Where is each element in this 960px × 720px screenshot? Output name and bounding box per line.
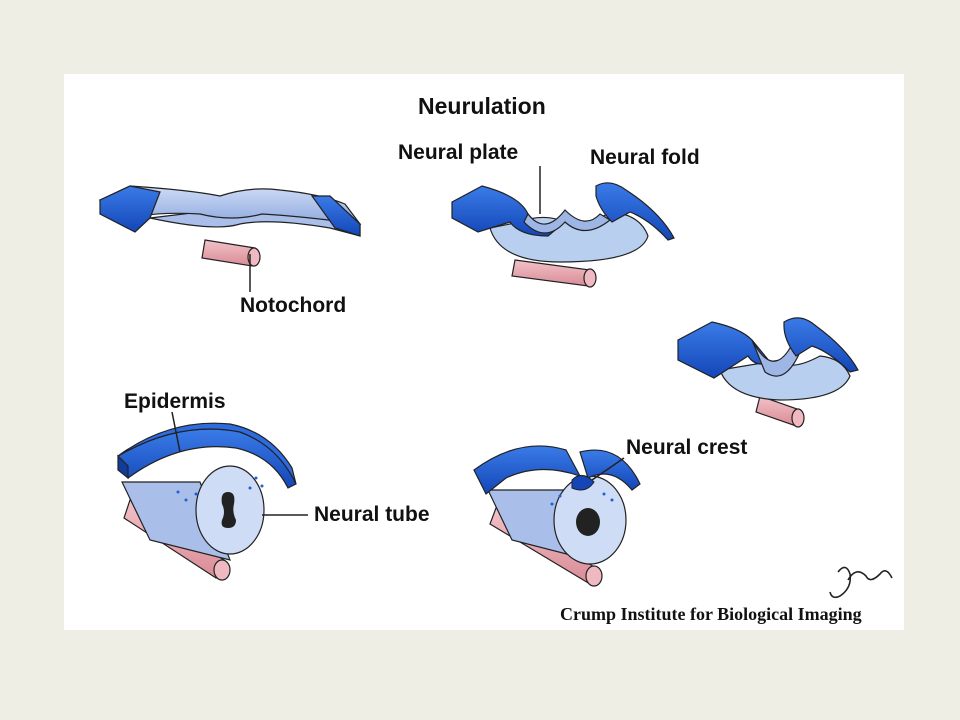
- label-neural-tube: Neural tube: [314, 503, 430, 526]
- tissue-3: [719, 355, 851, 401]
- label-neural-fold: Neural fold: [590, 146, 700, 169]
- stage-neural-folds: [451, 166, 675, 288]
- notochord-end-3: [791, 408, 805, 428]
- neural-crest-leader: [591, 457, 625, 481]
- notochord-end-1: [247, 247, 261, 267]
- stage-neural-crest: [473, 445, 641, 587]
- label-neural-crest: Neural crest: [626, 436, 748, 459]
- cell-dots-4: [176, 476, 264, 502]
- fold-right-3: [783, 317, 859, 373]
- label-epidermis: Epidermis: [124, 390, 226, 413]
- credit-text: Crump Institute for Biological Imaging: [560, 604, 862, 624]
- epidermis-top-4: [117, 422, 297, 485]
- cell-dots-5: [550, 492, 614, 506]
- plate-top: [98, 185, 362, 225]
- label-notochord: Notochord: [240, 294, 347, 317]
- stage-neural-tube: [117, 411, 308, 581]
- stage-folds-rising: [677, 317, 859, 428]
- notochord-end-4: [213, 559, 231, 581]
- ectoderm-left-1: [99, 185, 161, 233]
- notochord-end-5: [585, 565, 603, 587]
- label-neural-plate: Neural plate: [398, 141, 519, 164]
- ectoderm-right-1: [310, 195, 361, 237]
- notochord-rod-1: [201, 239, 256, 267]
- epidermis-edge-4: [117, 454, 129, 480]
- epidermis-left-5: [473, 445, 582, 495]
- fold-right-2: [595, 182, 675, 241]
- artist-signature: [829, 566, 893, 599]
- epidermis-leader: [171, 411, 181, 453]
- notochord-rod-2: [511, 259, 591, 287]
- notochord-end-2: [583, 268, 597, 288]
- neural-crest-cells: [571, 475, 595, 491]
- tube-lumen-5: [576, 508, 600, 536]
- diagram-title: Neurulation: [418, 93, 546, 119]
- tube-lumen-4: [221, 492, 236, 528]
- stage-neural-plate: [98, 185, 362, 292]
